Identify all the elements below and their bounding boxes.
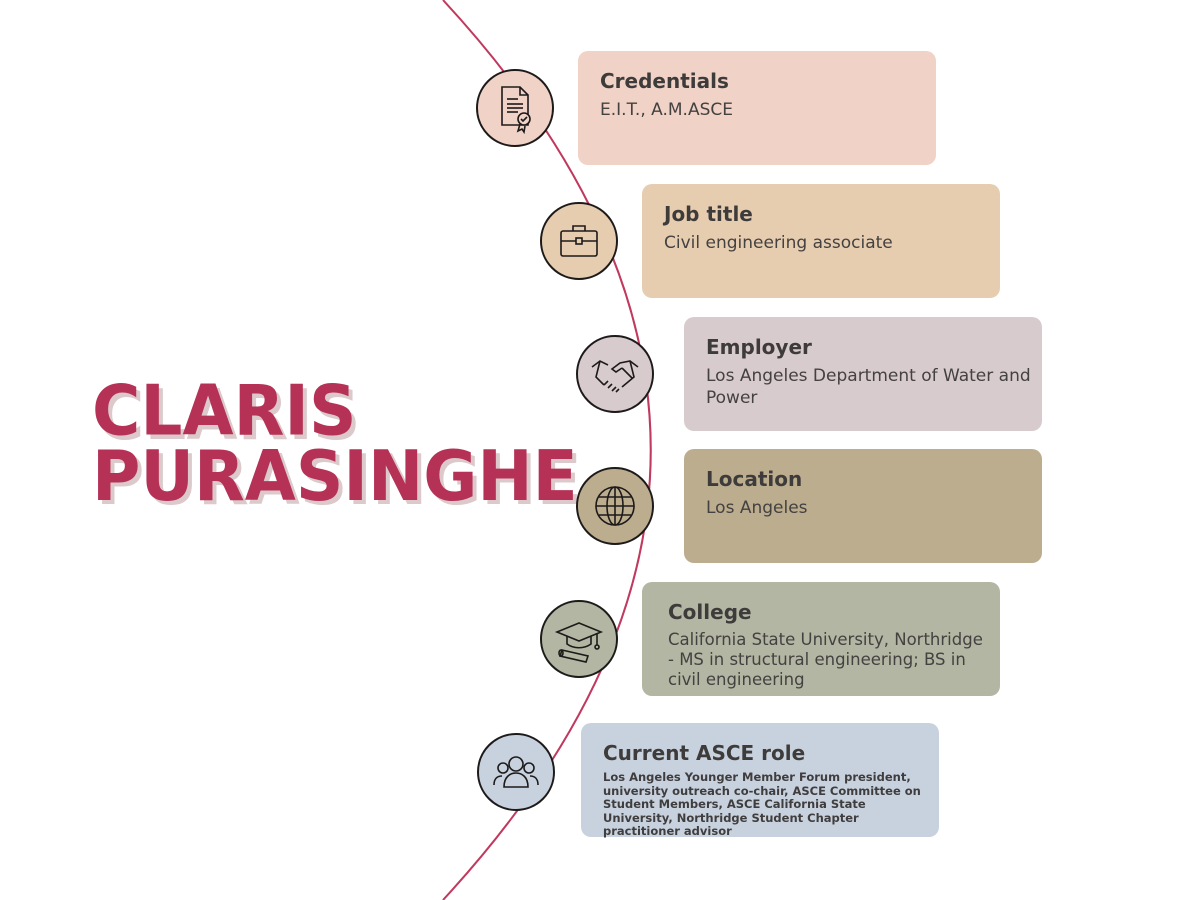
handshake-icon — [591, 360, 639, 393]
asce-role-text: Los Angeles Younger Member Forum preside… — [603, 770, 921, 838]
credentials-node — [476, 69, 554, 147]
person-last-name: PURASINGHE — [92, 435, 578, 517]
employer-heading: Employer — [706, 335, 812, 359]
employer-card: Employer Los Angeles Department of Water… — [684, 317, 1042, 431]
person-first-name: CLARIS — [92, 370, 357, 452]
location-card: Location Los Angeles — [684, 449, 1042, 563]
college-node — [540, 600, 618, 678]
asce-role-heading: Current ASCE role — [603, 741, 806, 765]
globe-icon — [595, 486, 635, 526]
location-heading: Location — [706, 467, 803, 491]
graduation-cap-icon — [554, 622, 604, 663]
credentials-text: E.I.T., A.M.ASCE — [600, 100, 733, 120]
employer-text: Los Angeles Department of Water and Powe… — [706, 366, 1031, 408]
college-text: California State University, Northridge … — [668, 630, 983, 689]
group-icon — [493, 756, 539, 788]
job-title-node — [540, 202, 618, 280]
job-title-text: Civil engineering associate — [664, 233, 893, 253]
college-heading: College — [668, 600, 752, 624]
job-title-card: Job title Civil engineering associate — [642, 184, 1000, 298]
certificate-icon — [501, 86, 531, 135]
credentials-card: Credentials E.I.T., A.M.ASCE — [578, 51, 936, 165]
asce-role-node — [477, 733, 555, 811]
briefcase-icon — [560, 225, 598, 257]
location-text: Los Angeles — [706, 498, 808, 518]
job-title-heading: Job title — [664, 202, 753, 226]
employer-node — [576, 335, 654, 413]
credentials-heading: Credentials — [600, 69, 729, 93]
asce-role-card: Current ASCE role Los Angeles Younger Me… — [581, 723, 939, 838]
college-card: College California State University, Nor… — [642, 582, 1000, 696]
location-node — [576, 467, 654, 545]
